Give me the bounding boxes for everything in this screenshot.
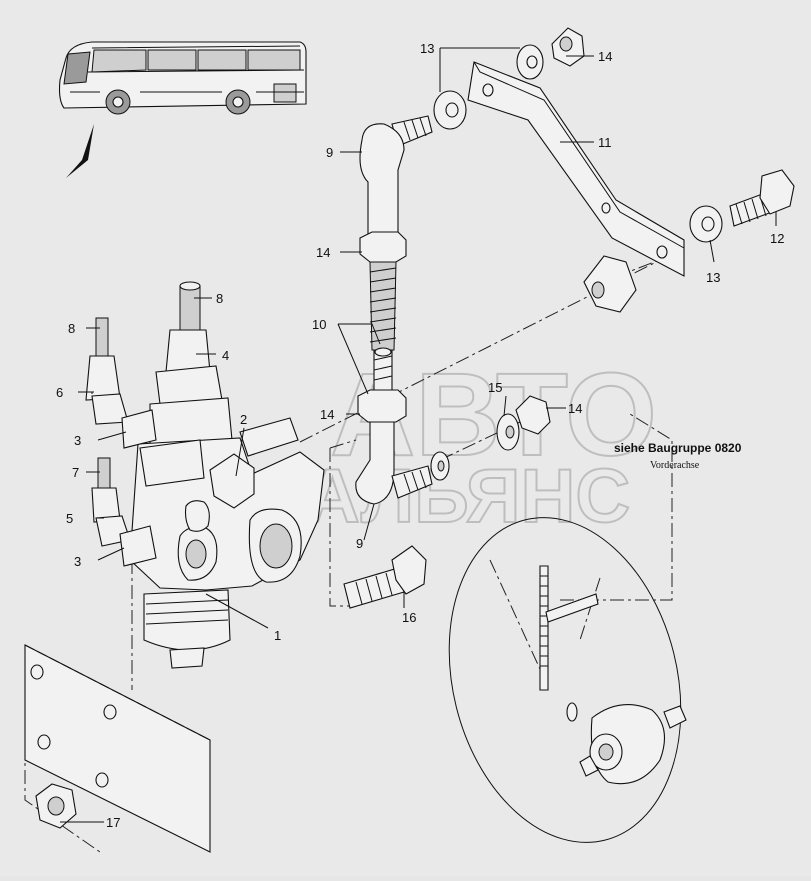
callout-16: 16 [402, 610, 416, 625]
middle-hardware [430, 395, 551, 481]
left-fittings [85, 317, 157, 567]
callout-9b: 9 [356, 536, 363, 551]
linkage-rod [355, 115, 433, 505]
detail-view [448, 517, 687, 843]
mounting-plate [24, 644, 211, 853]
callout-14c: 14 [320, 407, 334, 422]
leader-lines [60, 47, 777, 823]
callout-4: 4 [222, 348, 229, 363]
callout-2: 2 [240, 412, 247, 427]
bus-locator-icon [58, 41, 307, 178]
watermark-line-2: АЛЬЯНС [305, 454, 630, 539]
callout-11: 11 [598, 135, 612, 150]
callout-5: 5 [66, 511, 73, 526]
callout-1: 1 [274, 628, 281, 643]
callout-labels: 1 2 3 3 4 5 6 7 8 8 9 9 10 11 12 13 13 1… [56, 41, 784, 830]
group-reference: siehe Baugruppe 0820 [614, 441, 742, 455]
callout-14d: 14 [568, 401, 582, 416]
axle-reference: Vorderachse [650, 460, 700, 471]
callout-10: 10 [312, 317, 326, 332]
callout-14a: 14 [598, 49, 612, 64]
callout-14b: 14 [316, 245, 330, 260]
callout-8b: 8 [216, 291, 223, 306]
callout-3b: 3 [74, 554, 81, 569]
callout-15: 15 [488, 380, 502, 395]
watermark: АВТО АЛЬЯНС [304, 348, 658, 540]
bracket [467, 61, 685, 277]
callout-13a: 13 [420, 41, 434, 56]
reference-note: siehe Baugruppe 0820 Vorderachse [614, 441, 742, 471]
upper-hardware [433, 27, 795, 313]
callout-13b: 13 [706, 270, 720, 285]
callout-8a: 8 [68, 321, 75, 336]
bolt [343, 545, 427, 609]
callout-6: 6 [56, 385, 63, 400]
callout-17: 17 [106, 815, 120, 830]
callout-9a: 9 [326, 145, 333, 160]
valve-body [129, 281, 325, 669]
callout-7: 7 [72, 465, 79, 480]
callout-12: 12 [770, 231, 784, 246]
callout-3a: 3 [74, 433, 81, 448]
